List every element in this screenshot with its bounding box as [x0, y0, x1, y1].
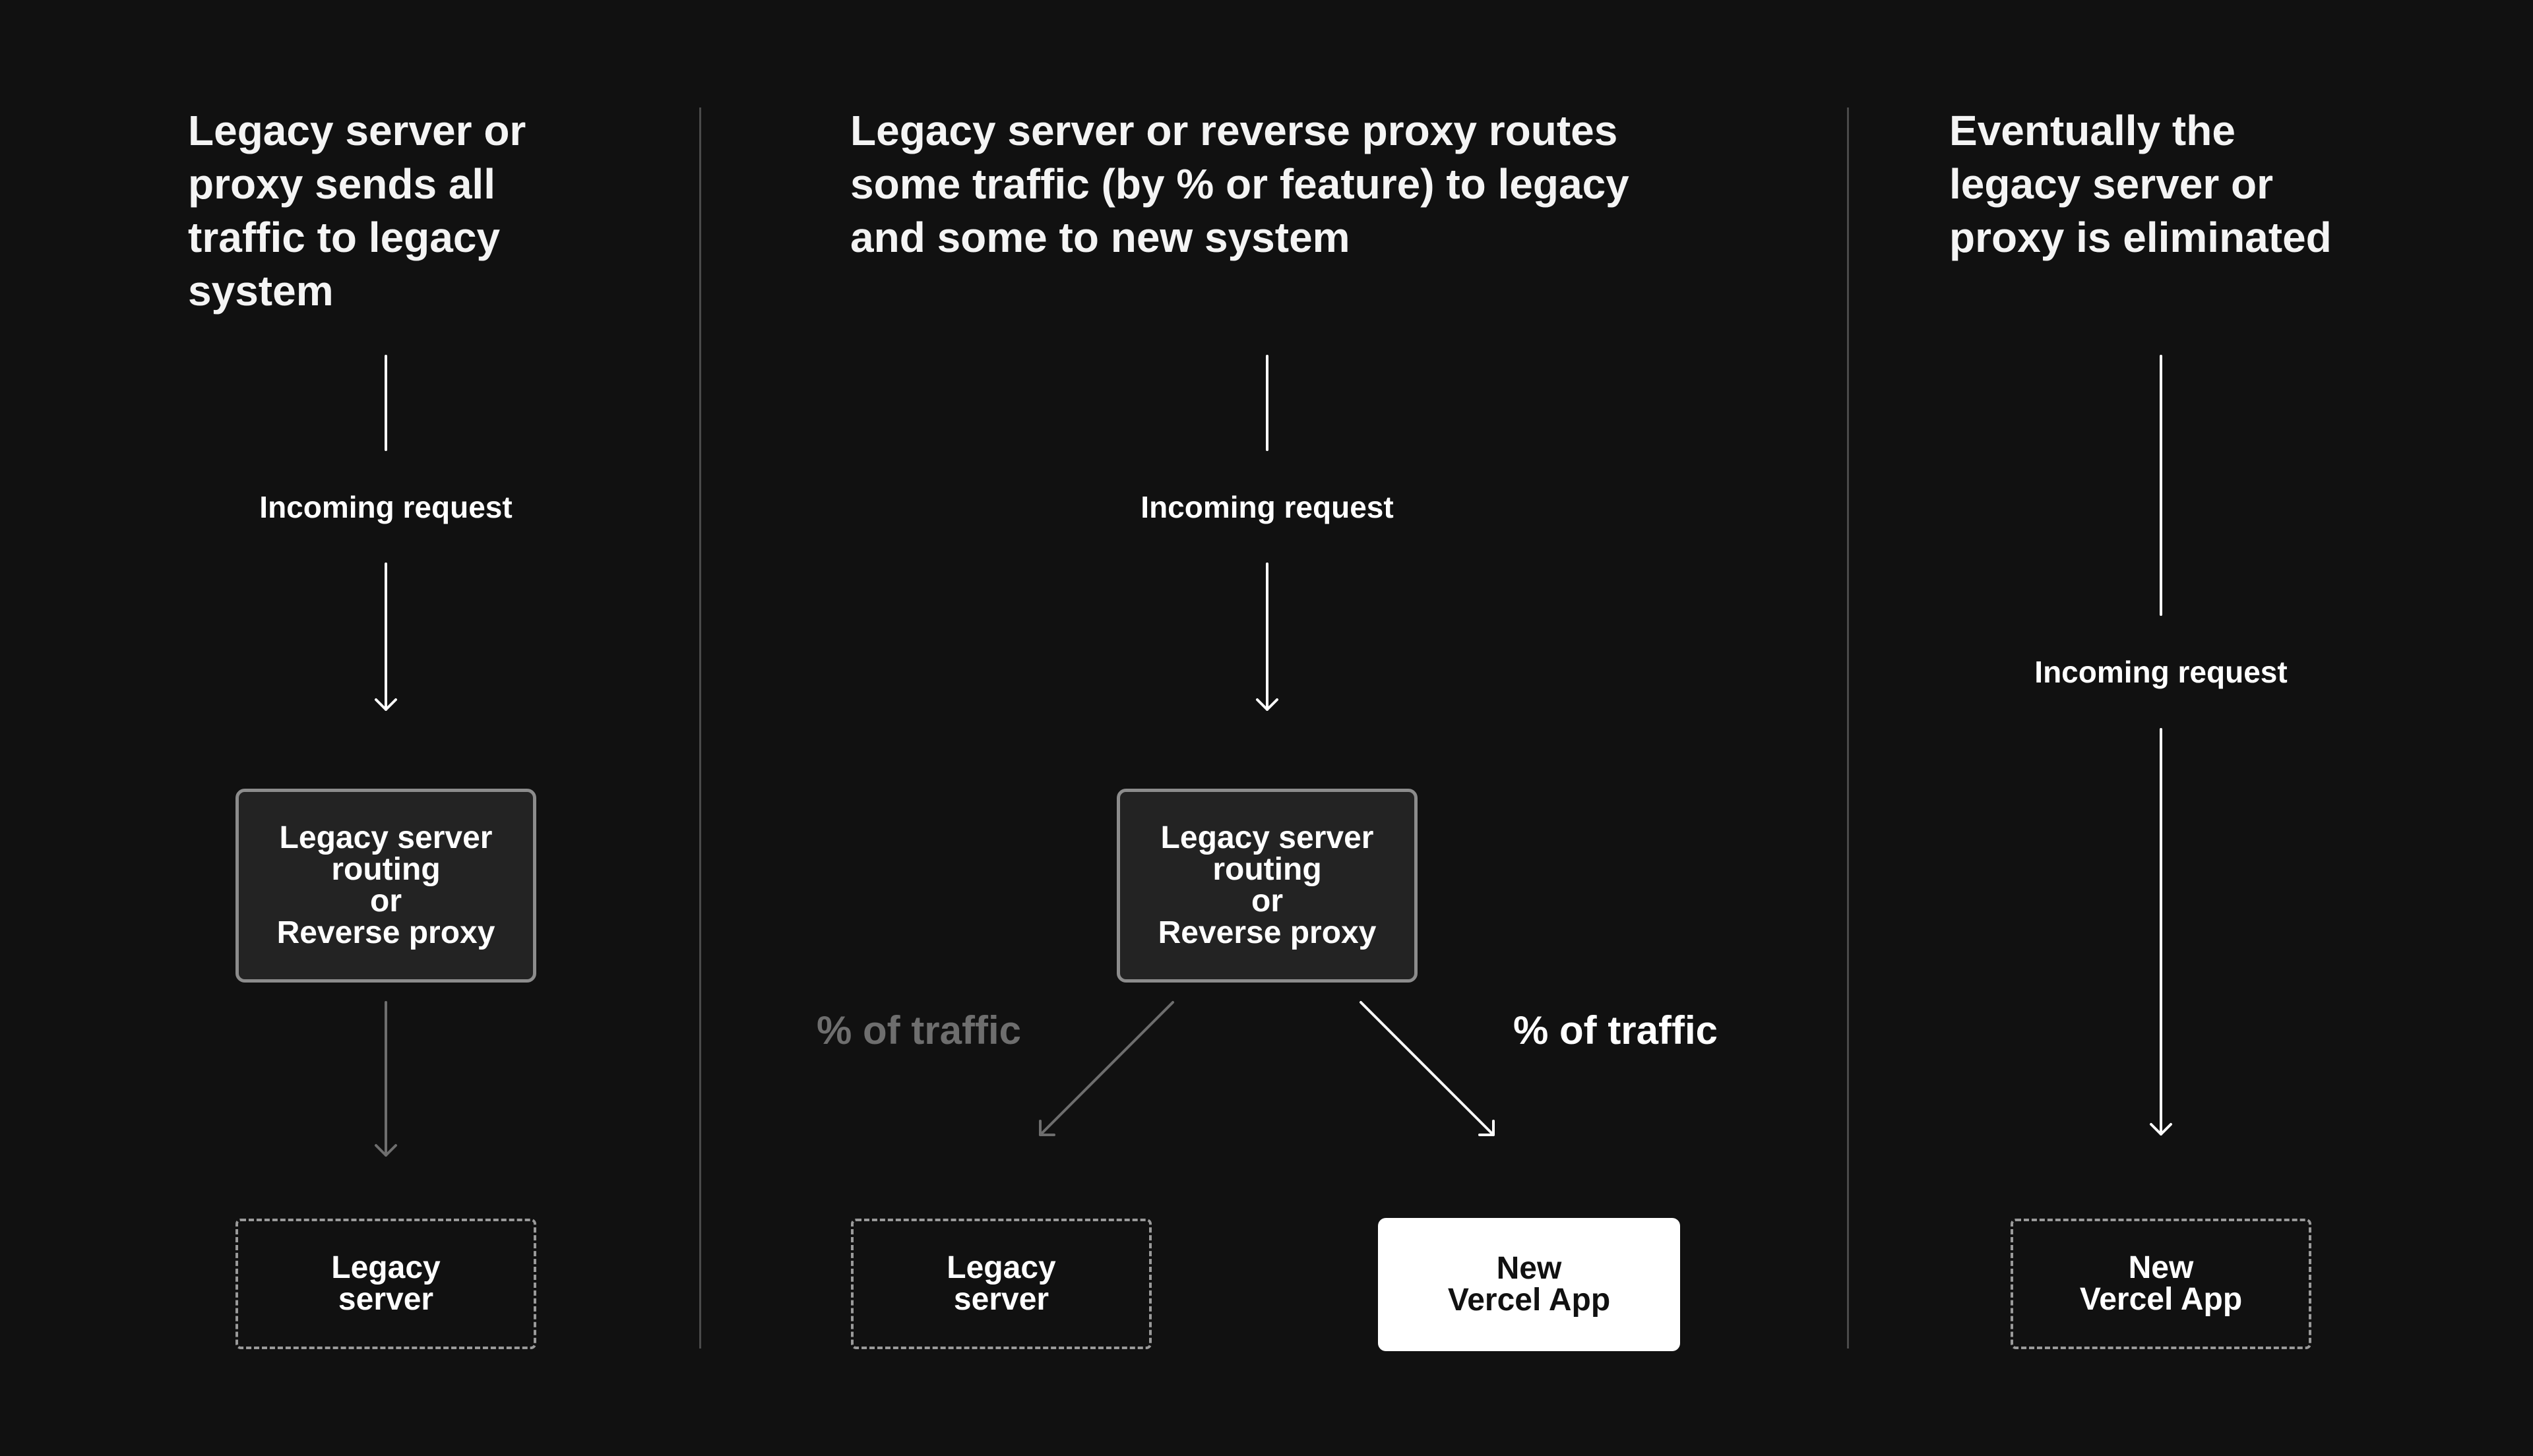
col1-router-box: Legacy server routing or Reverse proxy [235, 789, 536, 983]
target-line: Legacy [331, 1250, 441, 1285]
router-line: Legacy server [1160, 820, 1374, 855]
col2-incoming-request-label: Incoming request [1141, 490, 1394, 524]
col1-incoming-request-label: Incoming request [259, 490, 513, 524]
target-line: server [953, 1282, 1049, 1317]
router-line: or [1251, 884, 1283, 919]
col1-incoming-arrowhead [375, 698, 397, 711]
router-line: Reverse proxy [276, 915, 495, 950]
target-line: Legacy [947, 1250, 1056, 1285]
col2-new-traffic-label: % of traffic [1513, 1008, 1718, 1052]
col1-legacy-arrowhead [375, 1144, 397, 1157]
column-3-heading: Eventually the legacy server or proxy is… [1949, 107, 2332, 261]
col2-legacy-traffic-label: % of traffic [817, 1008, 1022, 1052]
col2-legacy-split-arrow [1039, 1001, 1174, 1136]
col2-legacy-split-arrowhead [1039, 1120, 1055, 1136]
column-divider-2 [1847, 107, 1849, 1349]
col2-router-box: Legacy server routing or Reverse proxy [1117, 789, 1418, 983]
router-line: Legacy server [279, 820, 493, 855]
column-2-heading: Legacy server or reverse proxy routes so… [850, 107, 1629, 261]
col3-incoming-request-label: Incoming request [2034, 655, 2288, 689]
col2-new-vercel-app-box: New Vercel App [1378, 1218, 1680, 1351]
col2-new-split-arrow [1360, 1001, 1495, 1136]
target-line: Vercel App [1447, 1283, 1611, 1318]
col2-incoming-arrowhead [1256, 698, 1278, 711]
router-line: routing [1212, 852, 1322, 887]
target-line: New [2128, 1250, 2194, 1285]
target-line: New [1496, 1251, 1562, 1286]
col2-new-split-arrowhead [1478, 1120, 1495, 1136]
col1-legacy-server-box: Legacy server [235, 1219, 536, 1349]
col3-incoming-arrowhead [2150, 1123, 2172, 1136]
col2-legacy-server-box: Legacy server [851, 1219, 1152, 1349]
target-line: Vercel App [2079, 1282, 2243, 1317]
router-line: Reverse proxy [1158, 915, 1377, 950]
col3-new-vercel-app-box: New Vercel App [2011, 1219, 2311, 1349]
target-line: server [338, 1282, 434, 1317]
router-line: routing [331, 852, 441, 887]
router-line: or [370, 884, 402, 919]
column-divider-1 [699, 107, 701, 1349]
column-1-heading: Legacy server or proxy sends all traffic… [188, 107, 526, 315]
